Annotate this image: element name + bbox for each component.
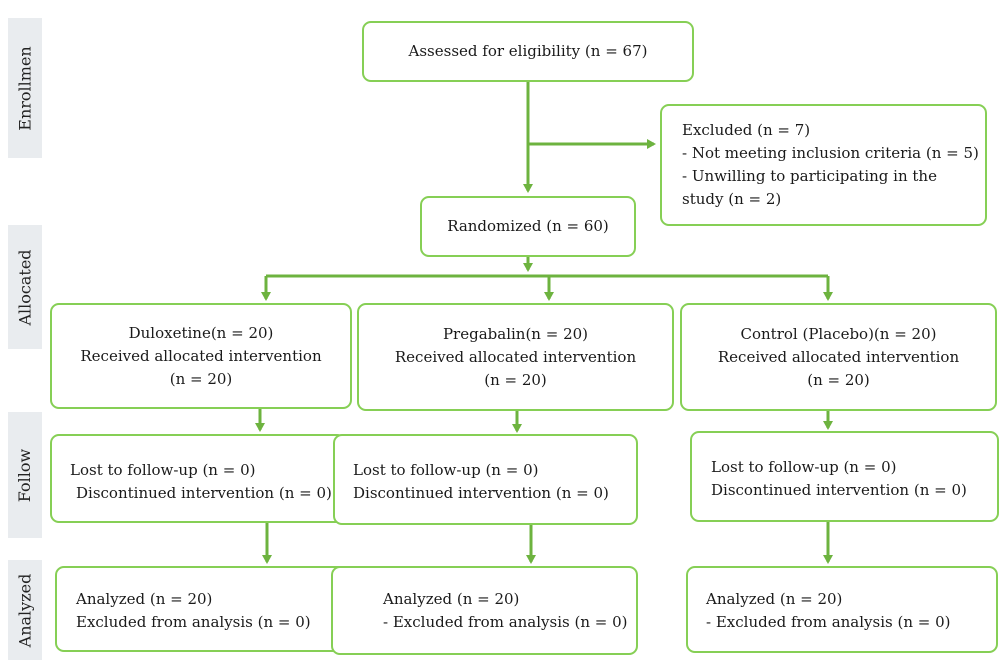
analysis-analyzed: Analyzed (n = 20) — [383, 590, 520, 608]
followup-lost: Lost to follow-up (n = 0) — [70, 461, 256, 479]
allocation-count: (n = 20) — [169, 369, 233, 388]
stage-label-follow: Follow — [8, 412, 42, 538]
excluded-title: Excluded (n = 7) — [682, 121, 811, 139]
allocation-name: Control (Placebo)(n = 20) — [740, 324, 937, 343]
allocation-box-control: Control (Placebo)(n = 20) Received alloc… — [680, 303, 997, 411]
analysis-excluded: Excluded from analysis (n = 0) — [76, 613, 311, 631]
analysis-excluded: - Excluded from analysis (n = 0) — [706, 613, 951, 631]
analysis-box-duloxetine: Analyzed (n = 20) Excluded from analysis… — [55, 566, 347, 652]
allocation-box-pregabalin: Pregabalin(n = 20) Received allocated in… — [357, 303, 674, 411]
followup-discontinued: Discontinued intervention (n = 0) — [353, 484, 609, 502]
followup-discontinued: Discontinued intervention (n = 0) — [76, 484, 332, 502]
followup-box-pregabalin: Lost to follow-up (n = 0) Discontinued i… — [333, 434, 638, 525]
allocation-name: Duloxetine(n = 20) — [128, 323, 274, 342]
stage-label-allocated: Allocated — [8, 225, 42, 349]
excluded-reason-2-line-1: - Unwilling to participating in the — [682, 167, 937, 185]
followup-box-duloxetine: Lost to follow-up (n = 0) Discontinued i… — [50, 434, 346, 523]
followup-lost: Lost to follow-up (n = 0) — [353, 461, 539, 479]
followup-lost: Lost to follow-up (n = 0) — [711, 458, 897, 476]
assessed-text: Assessed for eligibility (n = 67) — [408, 42, 648, 60]
allocation-box-duloxetine: Duloxetine(n = 20) Received allocated in… — [50, 303, 352, 409]
randomized-text: Randomized (n = 60) — [447, 217, 609, 235]
allocation-name: Pregabalin(n = 20) — [442, 324, 589, 343]
analysis-box-pregabalin: Analyzed (n = 20) - Excluded from analys… — [331, 566, 638, 655]
followup-box-control: Lost to follow-up (n = 0) Discontinued i… — [690, 431, 999, 522]
allocation-received: Received allocated intervention — [717, 347, 960, 366]
stage-label-analyzed: Analyzed — [8, 560, 42, 660]
analysis-analyzed: Analyzed (n = 20) — [76, 590, 213, 608]
assessed-box: Assessed for eligibility (n = 67) — [362, 21, 694, 82]
analysis-analyzed: Analyzed (n = 20) — [706, 590, 843, 608]
allocation-received: Received allocated intervention — [80, 346, 322, 365]
allocation-count: (n = 20) — [484, 370, 547, 389]
followup-discontinued: Discontinued intervention (n = 0) — [711, 481, 967, 499]
allocation-received: Received allocated intervention — [394, 347, 637, 366]
allocation-count: (n = 20) — [807, 370, 870, 389]
analysis-box-control: Analyzed (n = 20) - Excluded from analys… — [686, 566, 998, 653]
excluded-reason-1: - Not meeting inclusion criteria (n = 5) — [682, 144, 979, 162]
excluded-box: Excluded (n = 7) - Not meeting inclusion… — [660, 104, 987, 226]
stage-label-enrollment: Enrollmen — [8, 18, 42, 158]
analysis-excluded: - Excluded from analysis (n = 0) — [383, 613, 628, 631]
excluded-reason-2-line-2: study (n = 2) — [682, 190, 782, 208]
randomized-box: Randomized (n = 60) — [420, 196, 636, 257]
